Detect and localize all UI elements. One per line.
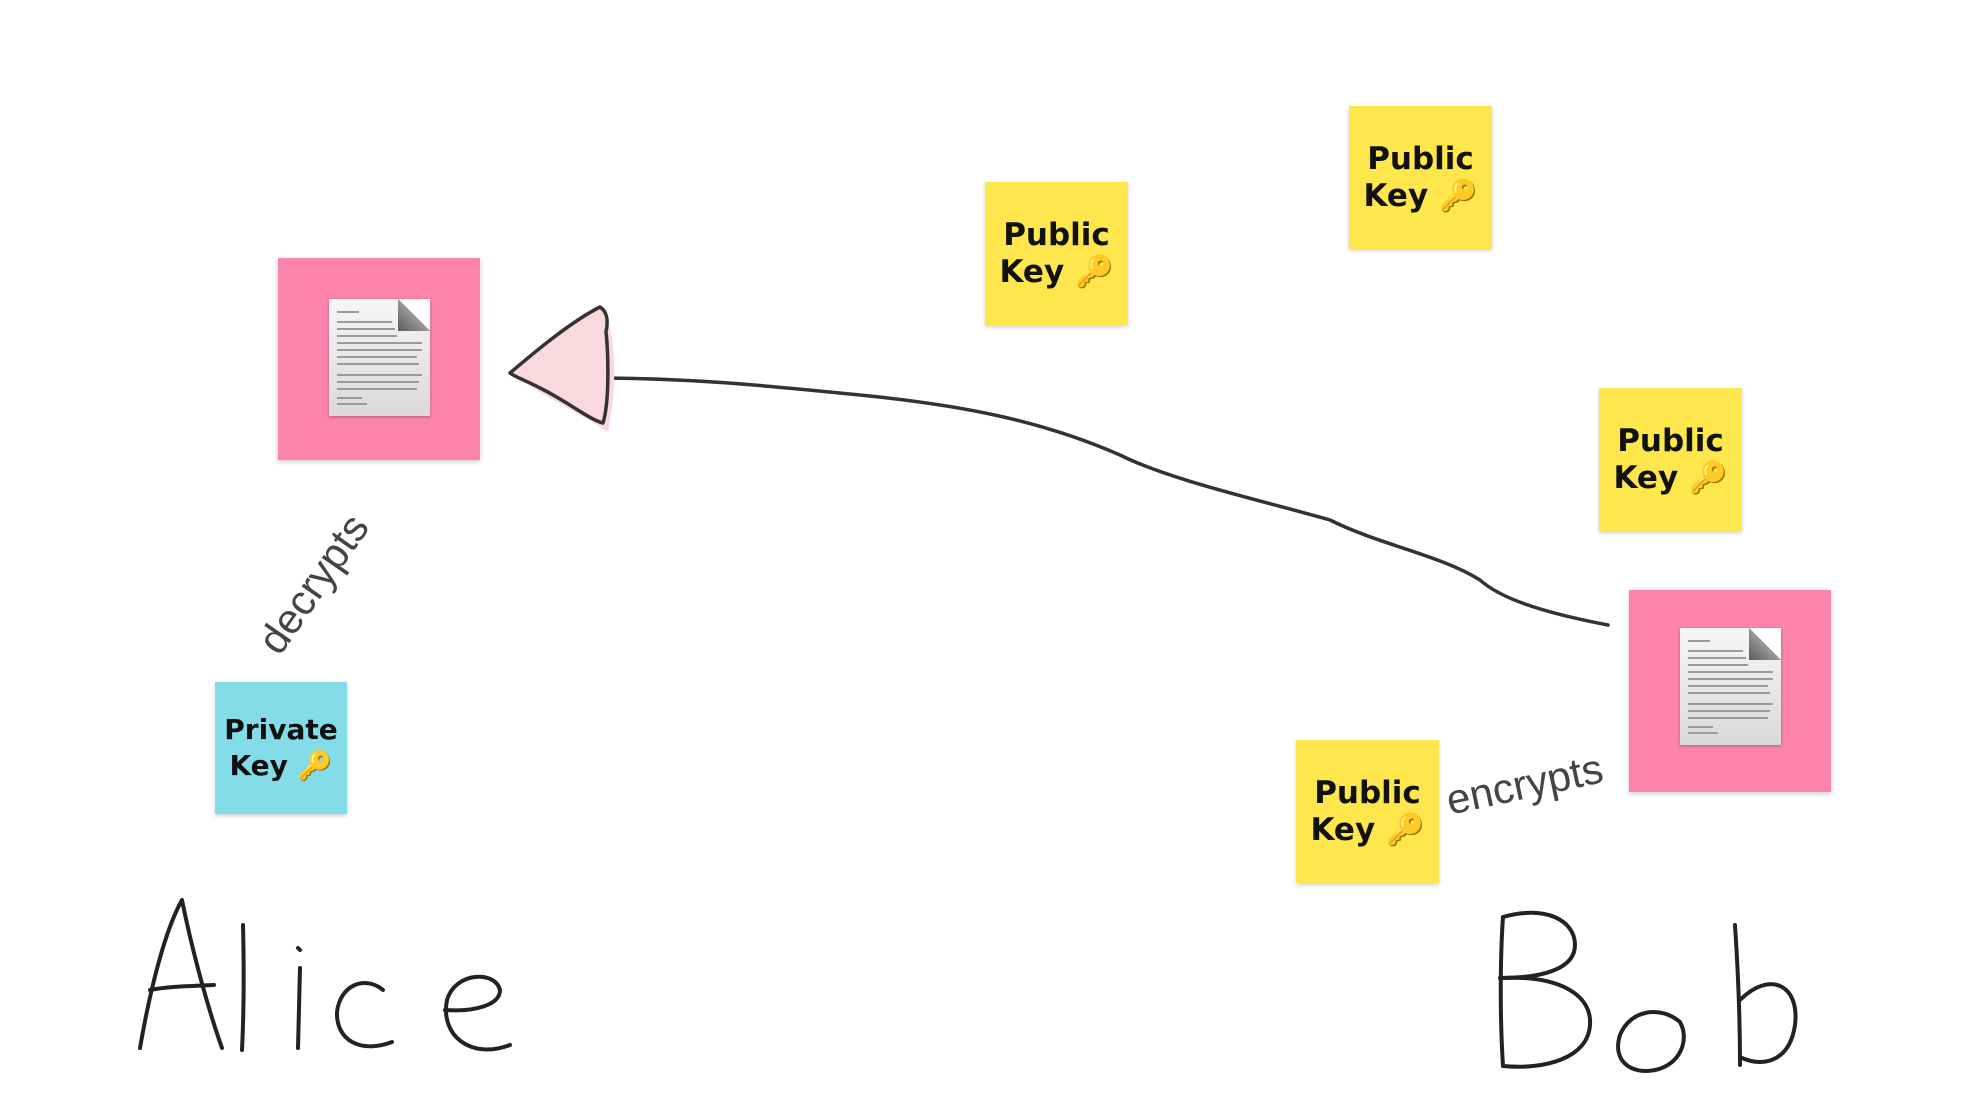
handwritten-name-alice[interactable] bbox=[138, 898, 512, 1052]
text-line bbox=[1688, 685, 1768, 687]
text-line bbox=[337, 356, 417, 358]
text-line bbox=[1688, 710, 1770, 712]
handwritten-name-bob[interactable] bbox=[1498, 910, 1798, 1073]
text-line bbox=[1688, 657, 1746, 659]
document-icon bbox=[329, 299, 430, 416]
alice-document-note[interactable] bbox=[278, 258, 480, 460]
text-line bbox=[337, 342, 422, 344]
public-key-note[interactable]: Public Key 🔑 bbox=[1599, 388, 1742, 531]
arrow-head-fill bbox=[512, 308, 615, 432]
text-line bbox=[1688, 692, 1770, 694]
note-text: Public Key 🔑 bbox=[991, 217, 1121, 291]
note-line: Public bbox=[1003, 216, 1110, 253]
text-line bbox=[1688, 650, 1743, 652]
public-key-note[interactable]: Public Key 🔑 bbox=[985, 182, 1128, 325]
text-line bbox=[1688, 717, 1768, 719]
text-line bbox=[337, 328, 395, 330]
text-line bbox=[337, 381, 419, 383]
page-fold bbox=[398, 299, 430, 331]
text-line bbox=[1688, 703, 1773, 705]
bob-document-note[interactable] bbox=[1629, 590, 1831, 792]
text-line bbox=[337, 363, 419, 365]
text-line bbox=[337, 388, 417, 390]
note-text: Private Key 🔑 bbox=[216, 712, 345, 784]
note-line: Key 🔑 bbox=[999, 253, 1114, 290]
public-key-note[interactable]: Public Key 🔑 bbox=[1349, 106, 1492, 249]
note-line: Key 🔑 bbox=[1613, 459, 1728, 496]
private-key-note[interactable]: Private Key 🔑 bbox=[215, 682, 347, 814]
text-line bbox=[1688, 732, 1718, 734]
note-line: Public bbox=[1314, 774, 1421, 811]
note-line: Public bbox=[1617, 422, 1724, 459]
note-text: Public Key 🔑 bbox=[1302, 775, 1432, 849]
arrow-head[interactable] bbox=[508, 305, 610, 425]
note-line: Private bbox=[224, 713, 338, 746]
text-line bbox=[1688, 671, 1773, 673]
text-line bbox=[337, 311, 359, 313]
arrow-line[interactable] bbox=[589, 376, 1610, 627]
text-line bbox=[337, 349, 422, 351]
text-line bbox=[1688, 678, 1773, 680]
note-line: Key 🔑 bbox=[229, 749, 333, 782]
page-fold bbox=[1749, 628, 1781, 660]
text-line bbox=[337, 397, 362, 399]
text-line bbox=[337, 321, 392, 323]
note-line: Key 🔑 bbox=[1363, 177, 1478, 214]
note-text: Public Key 🔑 bbox=[1605, 423, 1735, 497]
note-line: Key 🔑 bbox=[1310, 811, 1425, 848]
text-line bbox=[1688, 640, 1710, 642]
text-line bbox=[337, 374, 422, 376]
text-line bbox=[1688, 726, 1713, 728]
text-line bbox=[337, 403, 367, 405]
text-line bbox=[1688, 664, 1748, 666]
document-icon bbox=[1680, 628, 1781, 745]
public-key-note[interactable]: Public Key 🔑 bbox=[1296, 740, 1439, 883]
note-text: Public Key 🔑 bbox=[1355, 141, 1485, 215]
text-line bbox=[337, 335, 397, 337]
note-line: Public bbox=[1367, 140, 1474, 177]
